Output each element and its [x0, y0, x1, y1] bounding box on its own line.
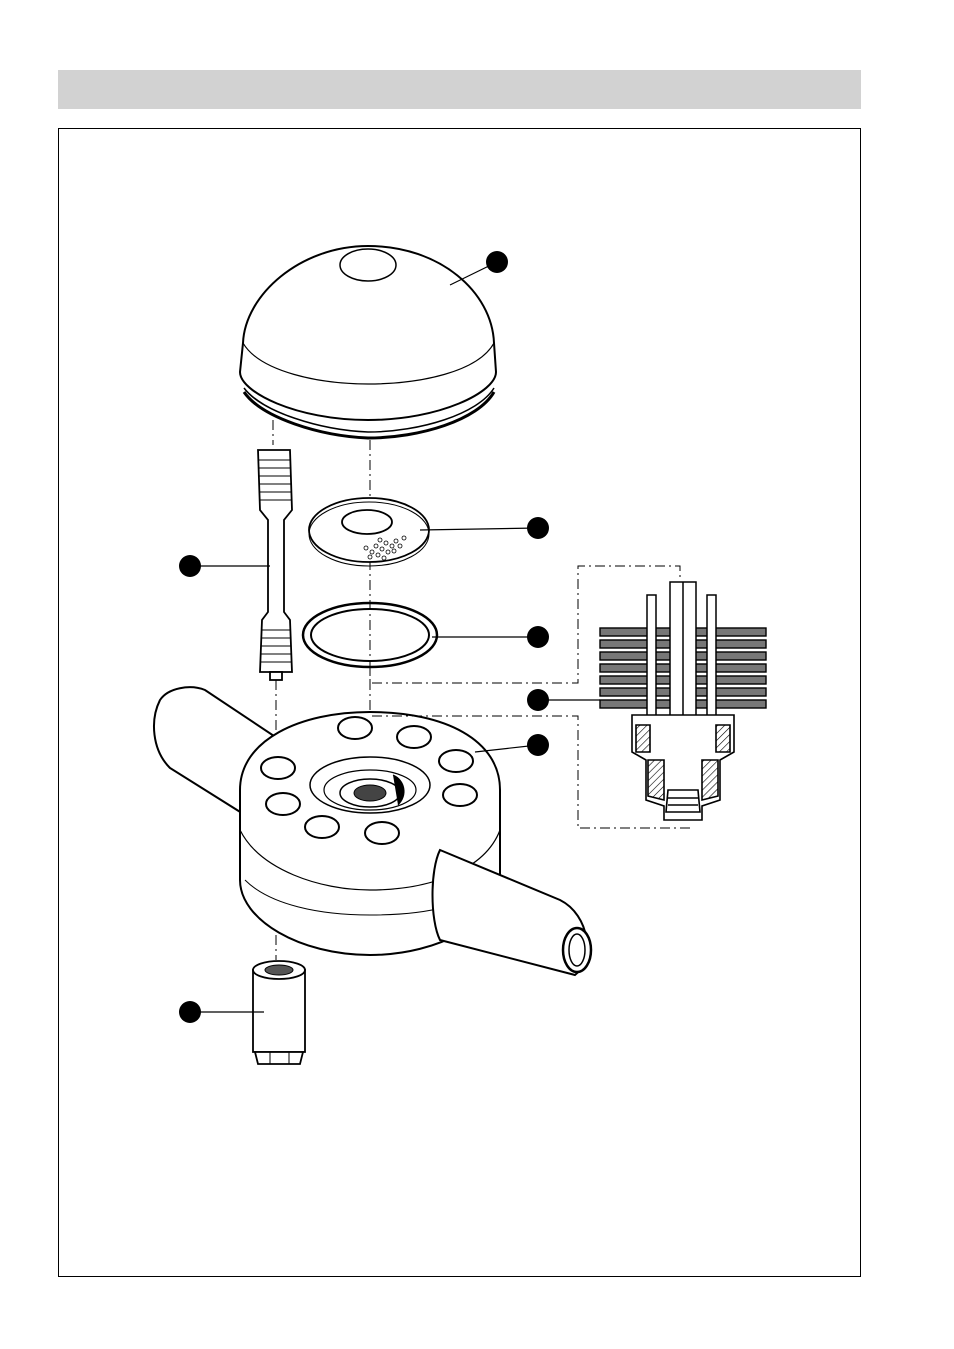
callout-marker-valve-body [527, 734, 549, 756]
callout-marker-stud-bolt [179, 555, 201, 577]
cover-part [240, 246, 496, 438]
screen-plate-part [309, 498, 429, 566]
callout-marker-gasket-ring [527, 626, 549, 648]
callout-marker-cover [486, 251, 508, 273]
stud-bolt-part [258, 450, 292, 680]
callout-marker-coupling-nut [179, 1001, 201, 1023]
callout-marker-screen-plate [527, 517, 549, 539]
valve-body-part [154, 687, 591, 975]
callout-marker-sectional-view [527, 689, 549, 711]
